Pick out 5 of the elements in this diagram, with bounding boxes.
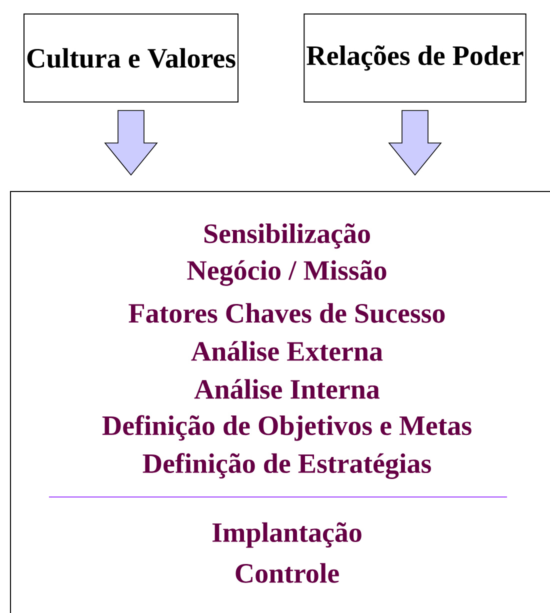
block-arrow xyxy=(104,110,158,176)
process-box: Relações de Poder xyxy=(304,14,526,102)
block-arrow xyxy=(388,110,442,176)
process-box: Sensibilização Negócio / Missão Fatores Chaves de Sucesso Análise Externa Análise Interna Definição de Objetivos e Metas Definição de Estratégias Implantação Controle xyxy=(10,191,550,613)
process-box: Cultura e Valores xyxy=(24,14,238,102)
